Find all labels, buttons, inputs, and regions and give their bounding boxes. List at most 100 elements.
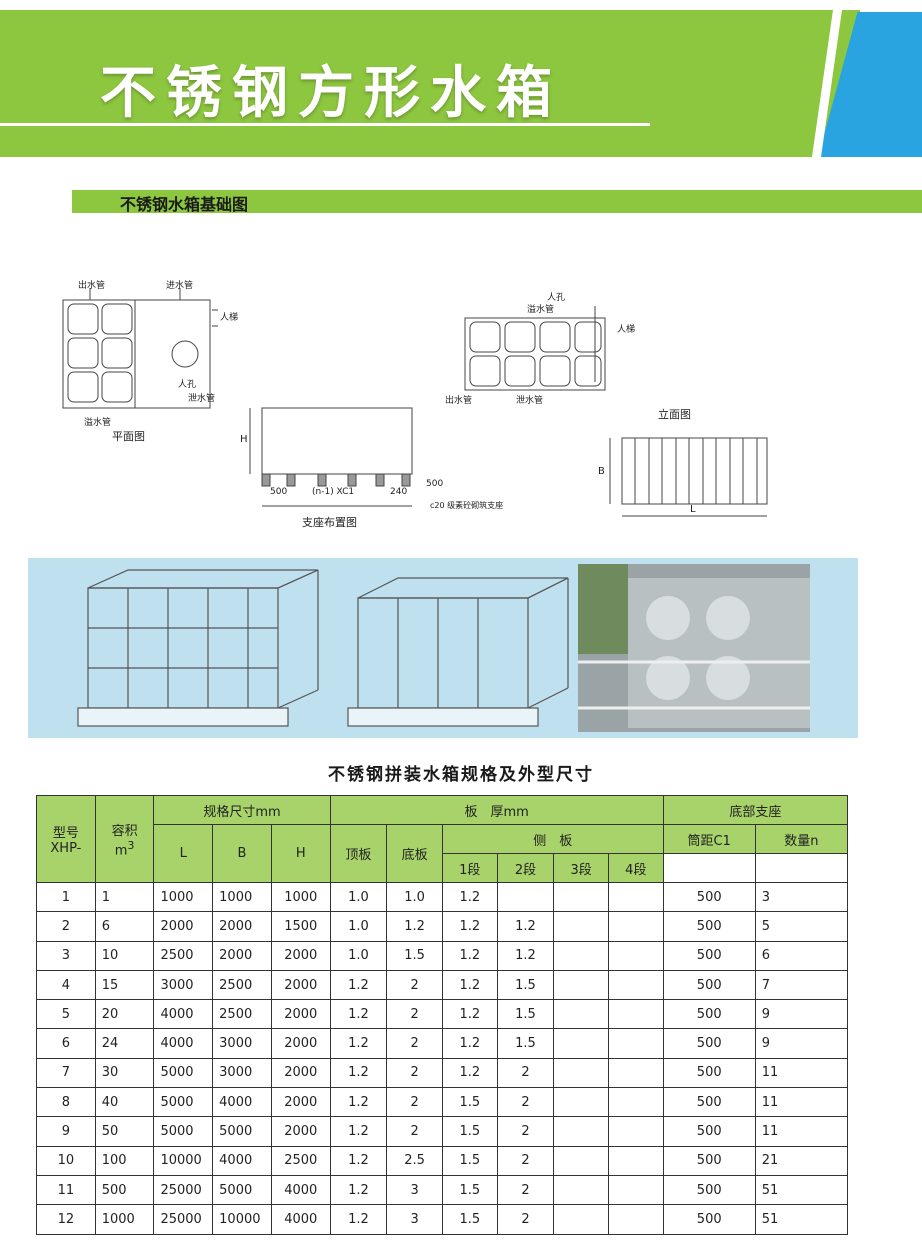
table-cell: 500 — [662, 1174, 756, 1206]
table-cell: 51 — [754, 1204, 849, 1235]
table-cell: 9 — [754, 1028, 849, 1059]
table-cell: 1.5 — [496, 1028, 555, 1059]
table-cell: 4000 — [270, 1204, 331, 1235]
table-cell: 1.2 — [329, 1145, 388, 1176]
table-title: 不锈钢拼装水箱规格及外型尺寸 — [328, 765, 594, 785]
table-cell: 1.0 — [329, 881, 388, 913]
header-B: B — [212, 824, 272, 883]
table-cell — [553, 1087, 609, 1118]
header-blank-count — [754, 853, 849, 883]
table-cell: 5000 — [212, 1174, 272, 1206]
table-cell: 500 — [662, 969, 756, 1001]
table-cell: 4000 — [270, 1174, 331, 1206]
table-cell: 5000 — [153, 1087, 214, 1118]
table-cell: 1.5 — [441, 1145, 498, 1176]
table-cell: 2 — [496, 1057, 555, 1089]
elevation-drawing — [609, 437, 768, 517]
iso-manhole-label: 人孔 — [547, 292, 565, 303]
table-cell: 2 — [386, 1116, 443, 1147]
table-cell — [553, 1174, 609, 1206]
plan-view-drawing — [62, 288, 218, 409]
table-cell — [553, 1145, 609, 1176]
table-cell — [607, 940, 664, 971]
table-cell — [607, 1116, 664, 1147]
table-cell: 5 — [754, 911, 849, 942]
table-cell: 3 — [386, 1204, 443, 1235]
table-cell: 25000 — [153, 1174, 214, 1206]
table-cell: 500 — [662, 881, 756, 913]
foundation-drawings: 出水管 进水管 人梯 人孔 泄水管 溢水管 平面图 H 500 (n-1) XC… — [62, 279, 768, 529]
table-cell — [553, 1028, 609, 1059]
table-cell — [607, 1204, 664, 1235]
plan-manhole-label: 人孔 — [178, 379, 196, 390]
table-cell: 500 — [662, 1116, 756, 1147]
elevation-l-label: L — [690, 504, 696, 515]
product-image-strip — [28, 558, 858, 738]
table-cell: 1000 — [94, 1204, 155, 1235]
table-cell: 2000 — [270, 999, 331, 1030]
table-cell: 2 — [496, 1174, 555, 1206]
table-cell: 500 — [94, 1174, 155, 1206]
table-cell: 1.2 — [329, 969, 388, 1001]
header-thickness: 板 厚mm — [329, 795, 664, 825]
table-cell — [553, 1204, 609, 1235]
table-cell — [553, 911, 609, 942]
table-cell — [607, 1174, 664, 1206]
table-cell: 1000 — [212, 881, 272, 913]
table-cell — [553, 1057, 609, 1089]
table-cell — [553, 881, 609, 913]
table-cell: 3 — [754, 881, 849, 913]
table-cell — [553, 940, 609, 971]
table-cell: 11 — [36, 1174, 96, 1206]
table-cell: 2 — [386, 999, 443, 1030]
header-size: 规格尺寸mm — [153, 795, 331, 825]
table-cell: 1.5 — [386, 940, 443, 971]
table-cell — [496, 881, 555, 913]
header-count: 数量n — [754, 824, 849, 854]
table-cell: 10000 — [153, 1145, 214, 1176]
table-cell: 1.2 — [386, 911, 443, 942]
support-caption: 支座布置图 — [302, 515, 357, 529]
page-title: 不锈钢方形水箱 — [100, 61, 562, 126]
header-banner — [0, 10, 860, 157]
table-cell: 1.2 — [441, 1028, 498, 1059]
plan-drain-label: 泄水管 — [188, 392, 215, 404]
table-cell: 20 — [94, 999, 155, 1030]
table-cell: 8 — [36, 1087, 96, 1118]
table-cell: 1.2 — [441, 969, 498, 1001]
table-cell: 1 — [94, 881, 155, 913]
support-layout-drawing — [249, 407, 413, 507]
table-cell: 1000 — [270, 881, 331, 913]
table-cell: 3000 — [153, 969, 214, 1001]
support-dim-240: 240 — [390, 487, 407, 497]
header-pitch: 筒距C1 — [662, 824, 756, 854]
table-cell — [607, 969, 664, 1001]
table-cell: 2 — [386, 1028, 443, 1059]
table-cell: 1 — [36, 881, 96, 913]
header-segment-3: 3段 — [553, 853, 609, 883]
table-cell: 2500 — [270, 1145, 331, 1176]
header-H: H — [270, 824, 331, 883]
table-cell: 2000 — [270, 1057, 331, 1089]
table-cell: 3000 — [212, 1028, 272, 1059]
plan-caption: 平面图 — [112, 430, 145, 443]
plan-ladder-label: 人梯 — [220, 311, 238, 323]
table-cell: 10 — [36, 1145, 96, 1176]
table-cell: 2 — [386, 1057, 443, 1089]
banner-underline — [0, 123, 650, 126]
tank-render-middle — [347, 577, 569, 727]
header-segment-2: 2段 — [496, 853, 555, 883]
table-cell: 2000 — [212, 911, 272, 942]
table-cell: 2500 — [212, 999, 272, 1030]
table-cell: 2000 — [212, 940, 272, 971]
table-cell: 50 — [94, 1116, 155, 1147]
table-cell: 51 — [754, 1174, 849, 1206]
table-cell — [553, 1116, 609, 1147]
